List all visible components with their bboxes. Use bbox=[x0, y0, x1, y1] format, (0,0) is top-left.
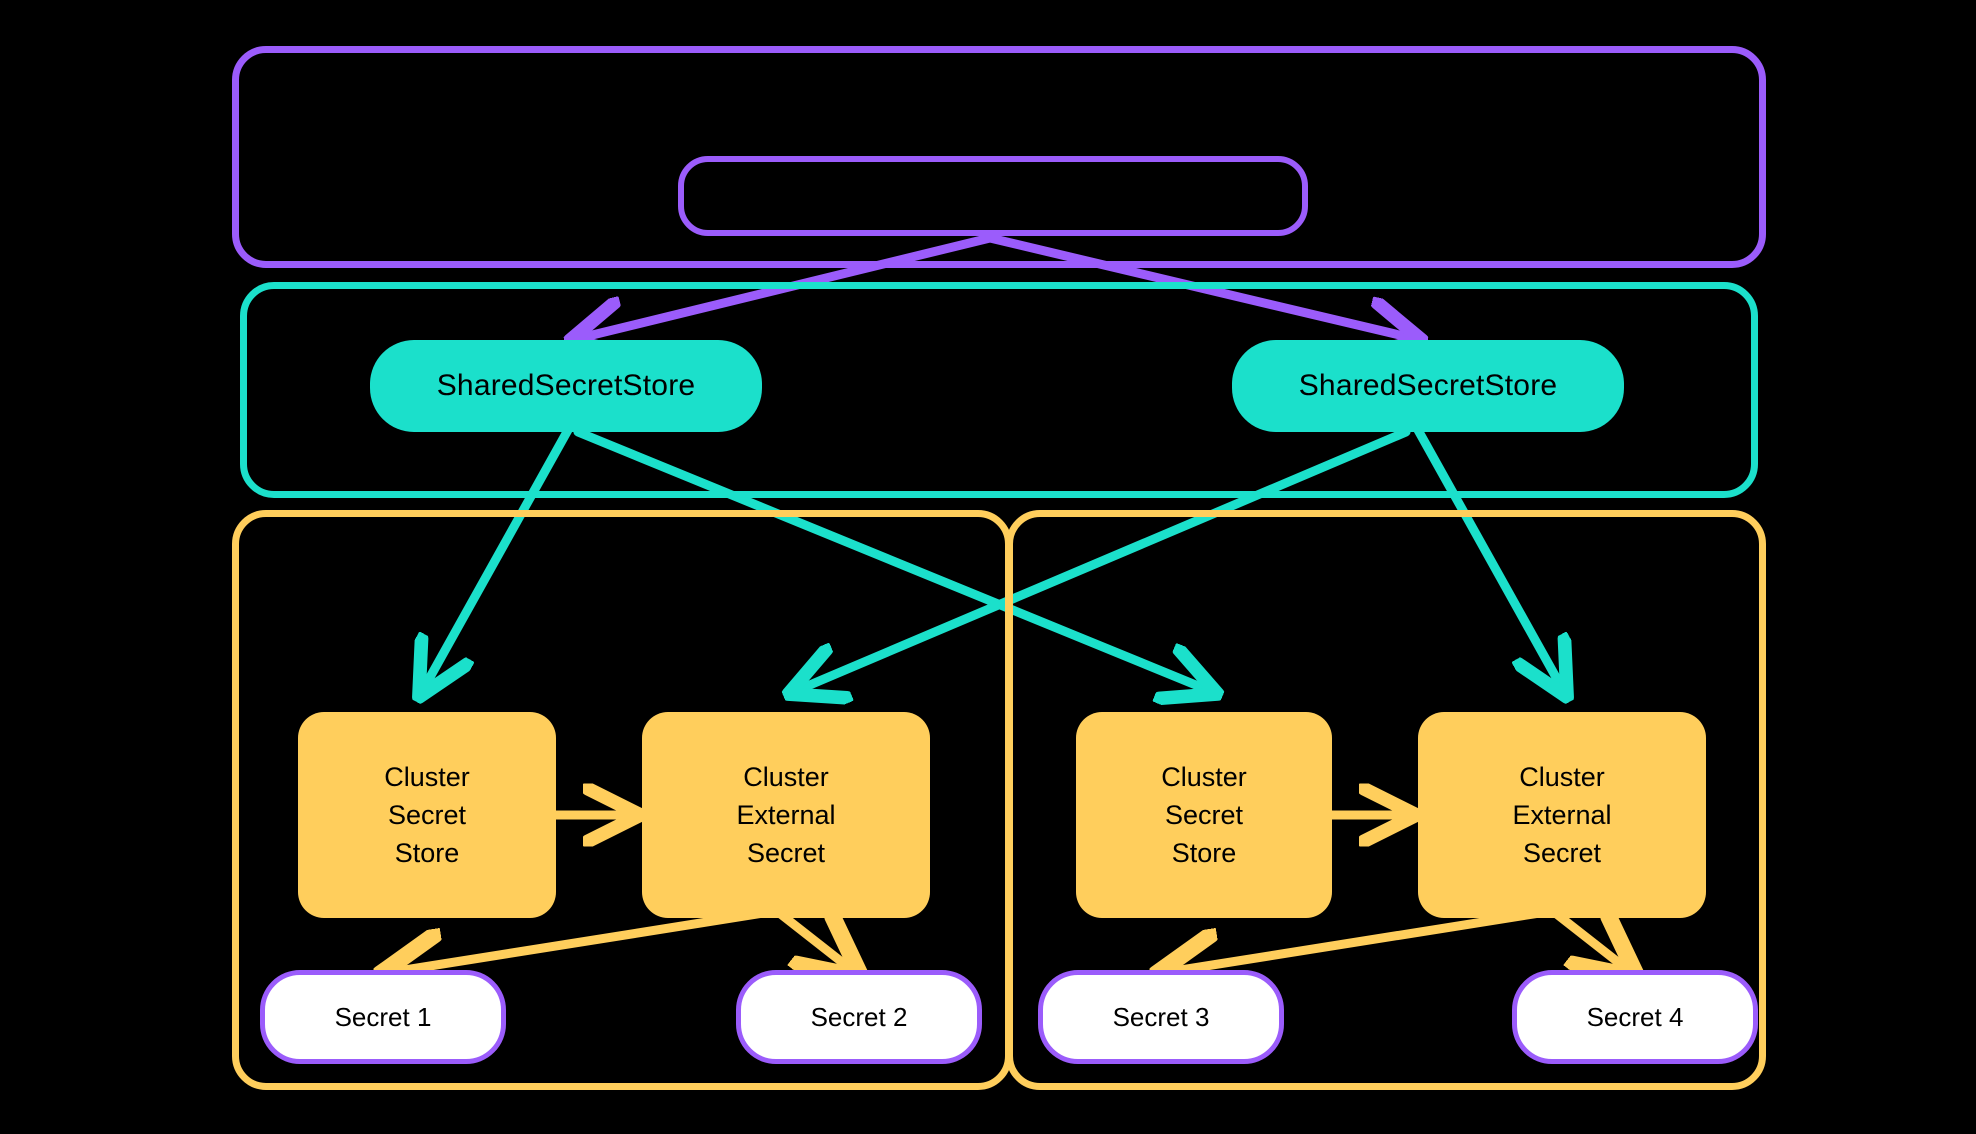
node-label-css1-line2: Secret bbox=[387, 799, 467, 830]
node-label-secret-1: Secret 1 bbox=[334, 1001, 432, 1032]
node-label-css1-line1: Cluster bbox=[384, 761, 470, 792]
node-secret-4[interactable]: Secret 4 bbox=[1512, 970, 1758, 1064]
node-label-secret-3: Secret 3 bbox=[1112, 1001, 1210, 1032]
node-secret-3[interactable]: Secret 3 bbox=[1038, 970, 1284, 1064]
node-label-css1-line3: Store bbox=[394, 838, 460, 869]
container-yellow-right bbox=[1006, 510, 1766, 1090]
node-label-css2-line2: Secret bbox=[1164, 799, 1244, 830]
node-label-secret-4: Secret 4 bbox=[1586, 1001, 1684, 1032]
node-label-ces1-line2: External bbox=[736, 799, 836, 830]
node-cluster-external-secret-2[interactable]: Cluster External Secret bbox=[1418, 712, 1706, 918]
node-cluster-external-secret-1[interactable]: Cluster External Secret bbox=[642, 712, 930, 918]
node-shared-secret-store-right[interactable]: SharedSecretStore bbox=[1232, 340, 1624, 432]
node-label-ces2-line1: Cluster bbox=[1519, 761, 1605, 792]
node-label-shared-secret-store-left: SharedSecretStore bbox=[436, 369, 696, 402]
node-shared-secret-store-left[interactable]: SharedSecretStore bbox=[370, 340, 762, 432]
node-label-ces1-line3: Secret bbox=[746, 838, 826, 869]
purple-inner-pill[interactable] bbox=[678, 156, 1308, 236]
node-cluster-secret-store-2[interactable]: Cluster Secret Store bbox=[1076, 712, 1332, 918]
node-label-css2-line1: Cluster bbox=[1161, 761, 1247, 792]
node-label-ces2-line3: Secret bbox=[1522, 838, 1602, 869]
node-secret-1[interactable]: Secret 1 bbox=[260, 970, 506, 1064]
container-teal-outer bbox=[240, 282, 1758, 498]
node-label-ces1-line1: Cluster bbox=[743, 761, 829, 792]
node-label-css2-line3: Store bbox=[1171, 838, 1237, 869]
node-label-ces2-line2: External bbox=[1512, 799, 1612, 830]
container-purple-outer bbox=[232, 46, 1766, 268]
node-label-secret-2: Secret 2 bbox=[810, 1001, 908, 1032]
node-label-shared-secret-store-right: SharedSecretStore bbox=[1298, 369, 1558, 402]
node-cluster-secret-store-1[interactable]: Cluster Secret Store bbox=[298, 712, 556, 918]
node-secret-2[interactable]: Secret 2 bbox=[736, 970, 982, 1064]
